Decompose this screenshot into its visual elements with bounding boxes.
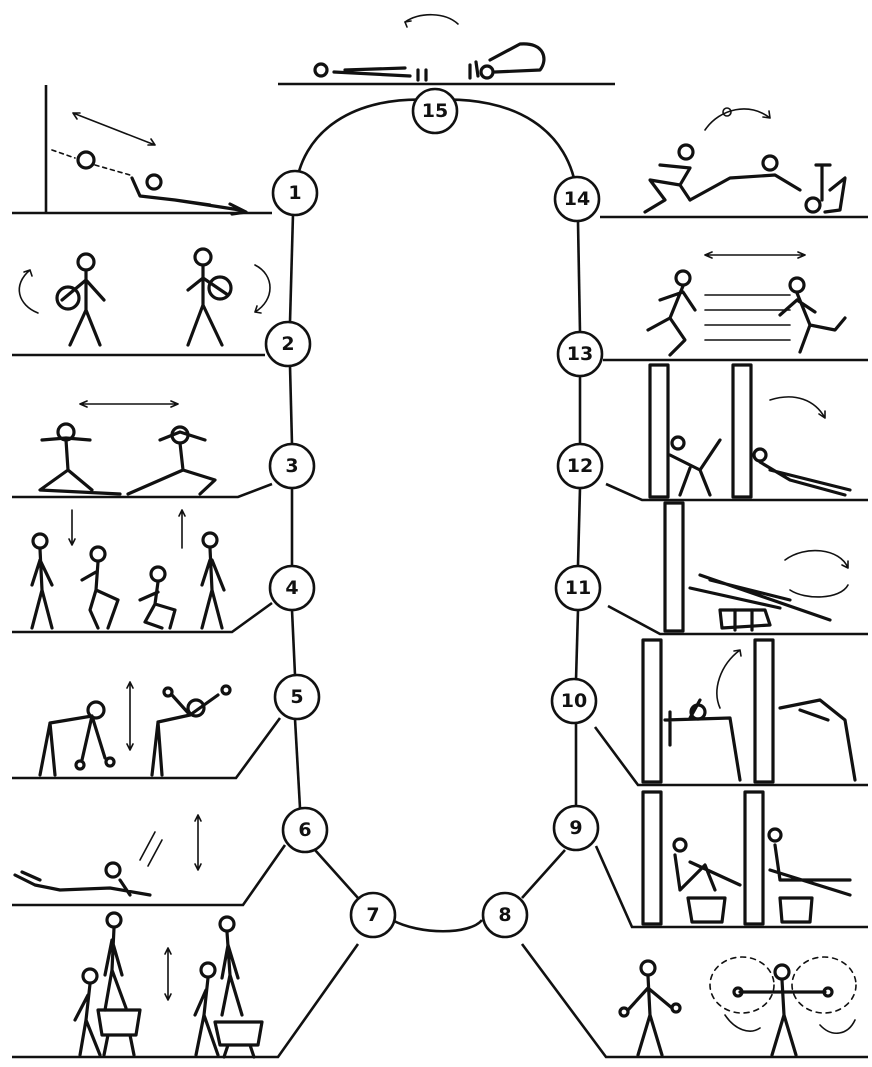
station-4-illustration [30, 509, 226, 630]
station-number: 10 [561, 690, 587, 712]
floor-12 [605, 482, 868, 502]
path-15-14 [432, 98, 579, 196]
station-number: 6 [298, 819, 311, 841]
station-node-12: 12 [556, 442, 604, 490]
path-13-14 [576, 221, 582, 333]
station-10-illustration [641, 638, 857, 784]
station-number: 2 [281, 333, 294, 355]
floor-8 [520, 943, 868, 1059]
station-number: 11 [565, 577, 591, 599]
station-number: 7 [366, 904, 379, 926]
station-3-illustration [38, 400, 217, 496]
station-number: 1 [288, 182, 301, 204]
station-number: 15 [422, 100, 448, 122]
station-12-illustration [648, 363, 852, 499]
station-5-illustration [38, 681, 232, 777]
path-11-12 [576, 487, 582, 566]
path-8-9 [521, 849, 566, 899]
floor-7 [12, 943, 360, 1059]
station-node-13: 13 [556, 330, 604, 378]
floor-5 [12, 717, 282, 780]
station-node-8: 8 [481, 891, 529, 939]
station-node-6: 6 [281, 806, 329, 854]
path-6-7 [314, 849, 359, 899]
station-1-illustration [44, 85, 248, 216]
circuit-path [288, 98, 582, 933]
station-13-illustration [646, 251, 847, 357]
station-node-2: 2 [264, 320, 312, 368]
rack-post [753, 638, 775, 784]
station-number: 9 [569, 817, 582, 839]
station-node-1: 1 [271, 169, 319, 217]
station-2-illustration [18, 247, 271, 347]
floor-11 [607, 604, 868, 636]
station-nodes: 1 2 3 4 5 6 7 8 [264, 87, 604, 939]
path-1-2 [288, 213, 295, 323]
speed-lines [704, 294, 791, 341]
station-number: 3 [285, 455, 298, 477]
rack-post [663, 501, 685, 633]
station-9-illustration [641, 790, 852, 926]
station-node-10: 10 [550, 677, 598, 725]
station-node-4: 4 [268, 564, 316, 612]
path-10-11 [574, 609, 580, 681]
path-7-8 [391, 918, 484, 933]
floor-3 [12, 482, 273, 499]
path-2-3 [288, 365, 294, 445]
station-node-7: 7 [349, 891, 397, 939]
rack-post [641, 790, 663, 926]
station-number: 14 [564, 188, 590, 210]
rack-post [731, 363, 753, 499]
rack-post [648, 363, 670, 499]
station-number: 5 [290, 686, 303, 708]
station-node-5: 5 [273, 673, 321, 721]
station-node-9: 9 [552, 804, 600, 852]
ball-icon [55, 285, 81, 311]
station-number: 4 [285, 577, 298, 599]
rack-post [743, 790, 765, 926]
station-node-14: 14 [553, 175, 601, 223]
station-7-illustration [73, 911, 264, 1059]
station-number: 12 [567, 455, 593, 477]
floor-9 [594, 845, 868, 929]
rotation-arrow-icon [404, 13, 459, 25]
floor-10 [593, 726, 868, 787]
floor-6 [12, 844, 287, 907]
station-14-illustration [643, 107, 847, 214]
station-15-illustration [313, 13, 546, 82]
ball-icon [76, 150, 96, 170]
rack-post [641, 638, 663, 784]
path-4-5 [290, 609, 297, 676]
station-node-15: 15 [411, 87, 459, 135]
station-node-3: 3 [268, 442, 316, 490]
floor-4 [12, 601, 273, 634]
station-floors [12, 82, 868, 1059]
station-8-illustration [618, 956, 857, 1057]
ball-icon [207, 275, 233, 301]
station-number: 8 [498, 904, 511, 926]
station-6-illustration [13, 814, 202, 897]
station-node-11: 11 [554, 564, 602, 612]
station-11-illustration [663, 501, 849, 633]
station-number: 13 [567, 343, 593, 365]
path-5-6 [293, 718, 302, 809]
